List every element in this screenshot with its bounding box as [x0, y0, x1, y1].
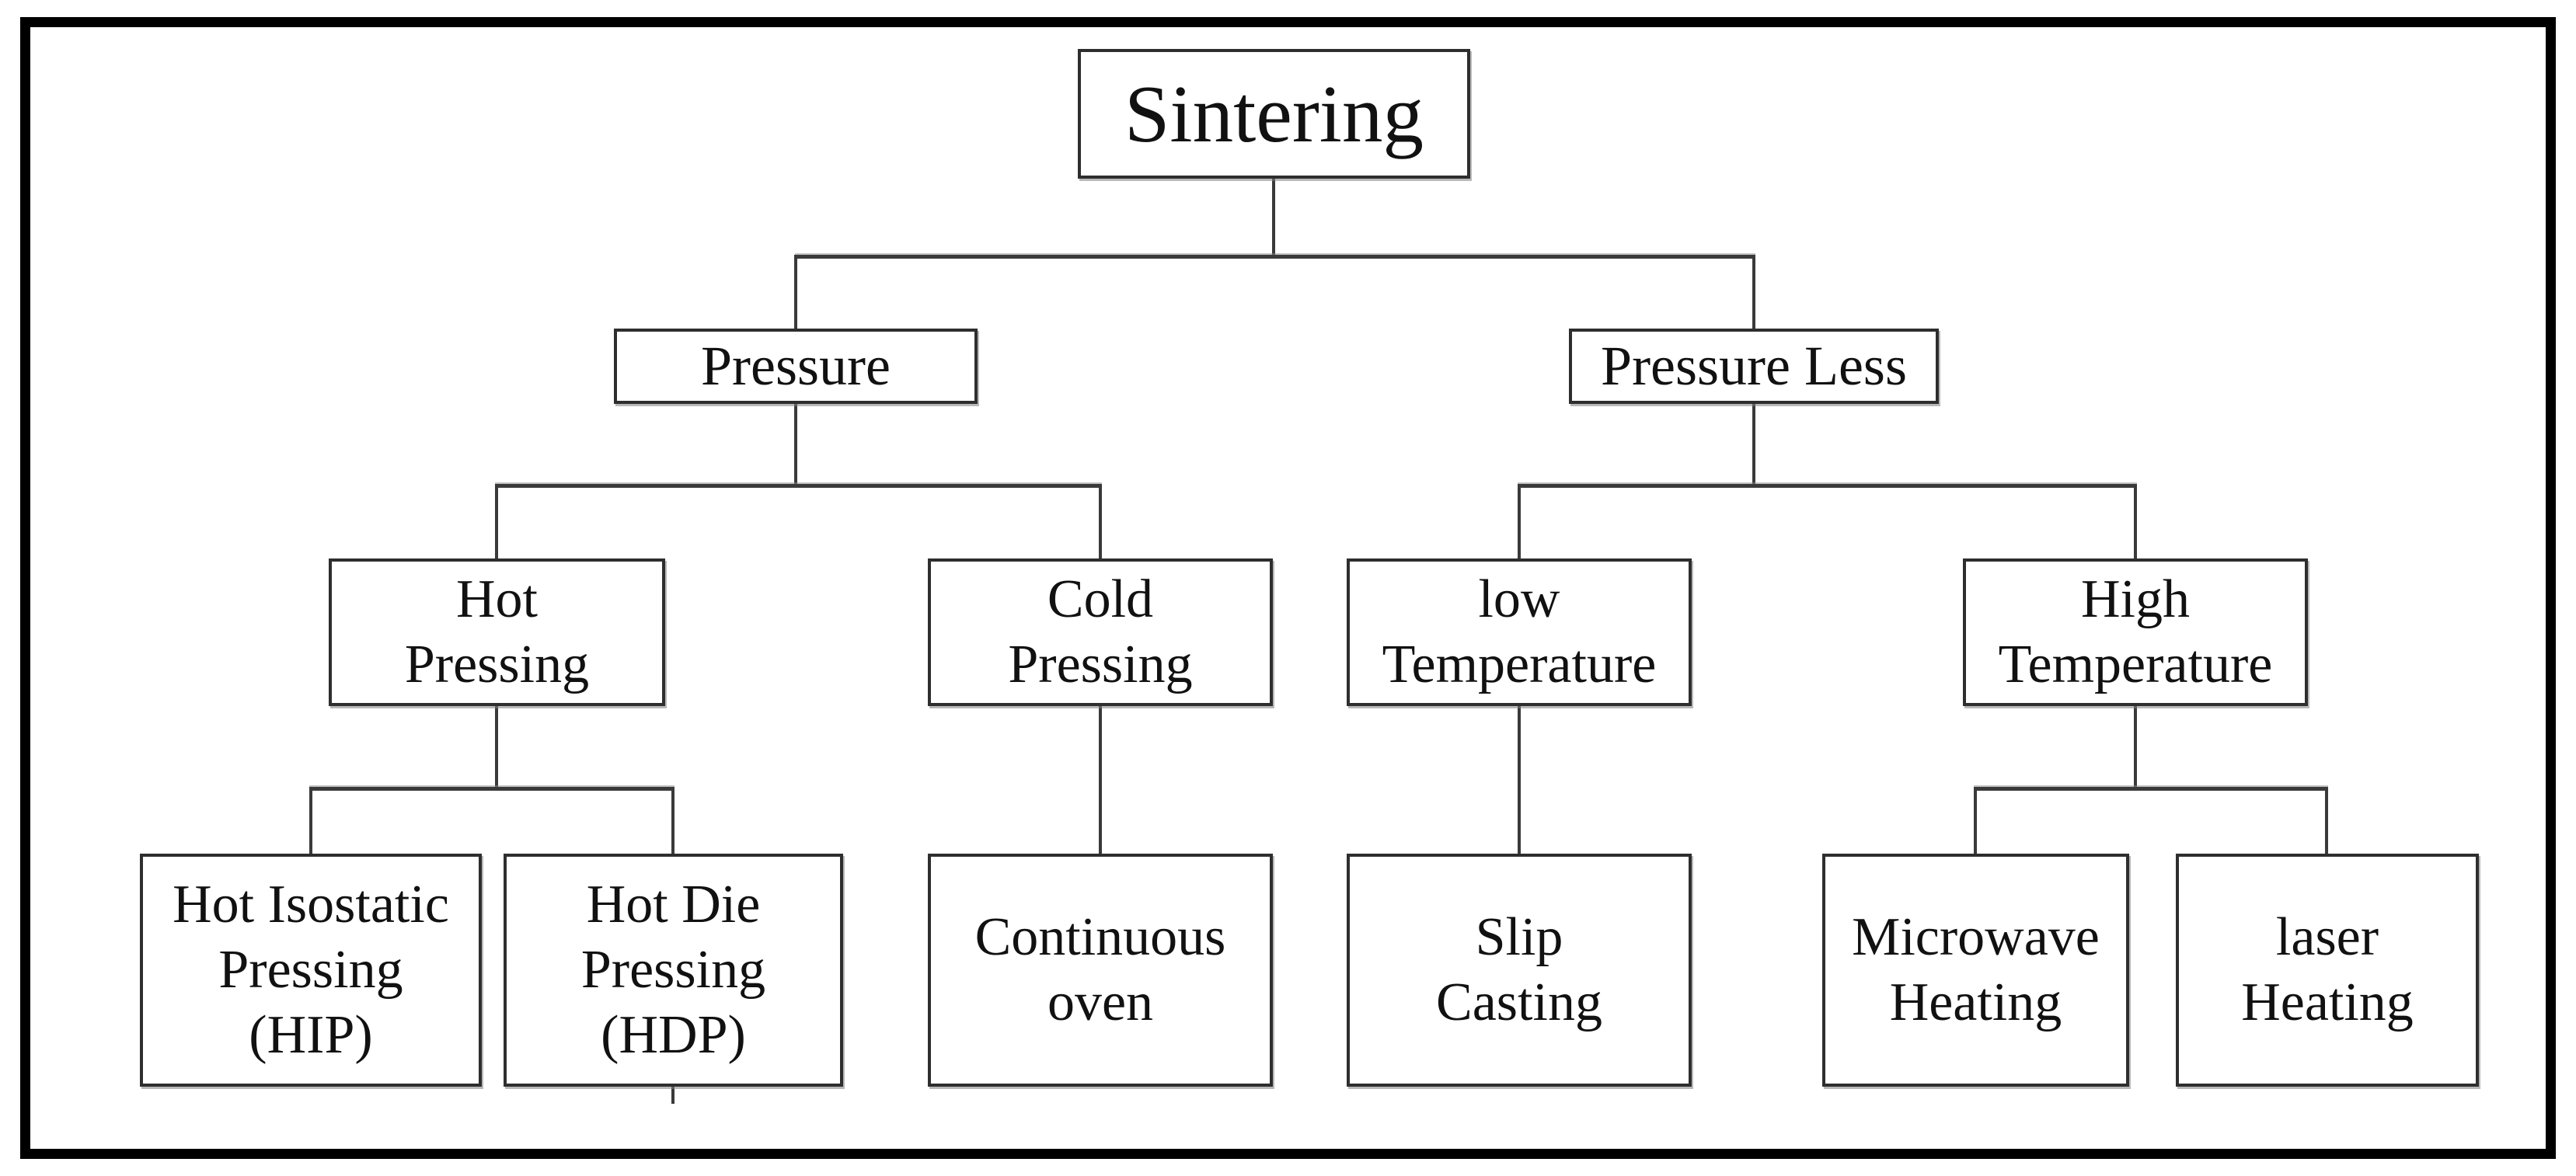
connector-sintering-drop: [1272, 179, 1275, 256]
node-low-temperature-label: low Temperature: [1382, 569, 1657, 694]
connector-cold-pressing-drop: [1099, 484, 1102, 560]
connector-hdp-stub: [671, 1087, 675, 1104]
node-microwave-heating: Microwave Heating: [1822, 854, 2129, 1087]
outer-border: [20, 17, 2556, 1159]
node-hot-isostatic-pressing-label: Hot Isostatic Pressing (HIP): [173, 875, 449, 1065]
connector-high-temperature-stem: [2134, 706, 2137, 788]
connector-hip-drop: [309, 787, 312, 855]
connector-high-temperature-bar: [1974, 787, 2328, 791]
node-pressure: Pressure: [614, 329, 978, 404]
node-slip-casting-label: Slip Casting: [1436, 907, 1602, 1032]
connector-low-temperature-drop: [1518, 484, 1521, 560]
connector-continuous-oven-drop: [1099, 706, 1102, 855]
connector-hot-pressing-drop: [495, 484, 498, 560]
node-hot-die-pressing: Hot Die Pressing (HDP): [504, 854, 843, 1087]
connector-microwave-drop: [1974, 787, 1977, 855]
connector-pressure-less-bar: [1518, 484, 2137, 488]
node-slip-casting: Slip Casting: [1347, 854, 1692, 1087]
node-cold-pressing: Cold Pressing: [928, 558, 1273, 706]
node-pressure-less-label: Pressure Less: [1601, 335, 1907, 398]
connector-high-temperature-drop: [2134, 484, 2137, 560]
connector-pressure-less-drop: [1752, 255, 1755, 330]
node-microwave-heating-label: Microwave Heating: [1852, 907, 2100, 1032]
node-laser-heating-label: laser Heating: [2241, 907, 2414, 1032]
connector-pressure-drop: [794, 255, 797, 330]
node-low-temperature: low Temperature: [1347, 558, 1692, 706]
node-hot-die-pressing-label: Hot Die Pressing (HDP): [580, 875, 766, 1065]
node-pressure-less: Pressure Less: [1569, 329, 1939, 404]
node-continuous-oven-label: Continuous oven: [974, 907, 1226, 1032]
node-high-temperature: High Temperature: [1963, 558, 2308, 706]
connector-hot-pressing-bar: [309, 787, 675, 791]
node-hot-pressing: Hot Pressing: [329, 558, 665, 706]
connector-level1-bar: [795, 255, 1755, 259]
node-high-temperature-label: High Temperature: [1998, 569, 2273, 694]
connector-pressure-bar: [495, 484, 1102, 488]
connector-slip-casting-drop: [1518, 706, 1521, 855]
node-hot-pressing-label: Hot Pressing: [404, 569, 590, 694]
connector-hot-pressing-stem: [495, 706, 498, 788]
node-sintering: Sintering: [1078, 49, 1470, 179]
connector-laser-drop: [2325, 787, 2328, 855]
node-continuous-oven: Continuous oven: [928, 854, 1273, 1087]
node-sintering-label: Sintering: [1124, 68, 1424, 159]
connector-pressure-stem: [794, 404, 797, 485]
connector-hdp-drop: [671, 787, 675, 855]
node-laser-heating: laser Heating: [2176, 854, 2479, 1087]
node-cold-pressing-label: Cold Pressing: [1008, 569, 1193, 694]
node-hot-isostatic-pressing: Hot Isostatic Pressing (HIP): [140, 854, 482, 1087]
connector-pressure-less-stem: [1752, 404, 1755, 485]
node-pressure-label: Pressure: [701, 335, 891, 398]
